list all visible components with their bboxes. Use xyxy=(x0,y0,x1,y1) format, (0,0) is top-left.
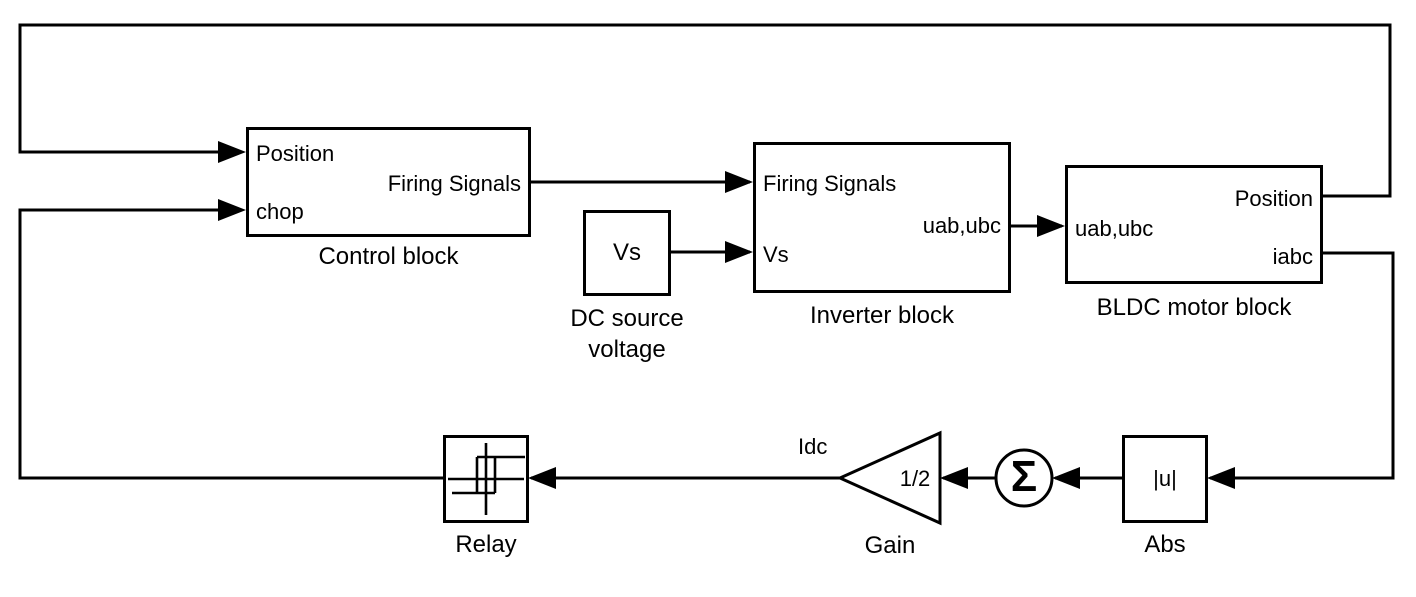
bldc-motor-block[interactable]: Position uab,ubc iabc xyxy=(1065,165,1323,284)
idc-signal-label: Idc xyxy=(798,434,828,459)
arrowhead-position-in xyxy=(218,141,246,163)
gain-block[interactable] xyxy=(836,430,942,526)
gain-block-label: Gain xyxy=(864,532,916,559)
arrowhead-firing-in xyxy=(725,171,753,193)
sum-sigma-symbol: Σ xyxy=(1010,452,1038,501)
control-block[interactable]: Position Firing Signals chop xyxy=(246,127,531,237)
dc-source-block[interactable]: Vs xyxy=(583,210,671,296)
inverter-block-label: Inverter block xyxy=(809,302,955,329)
gain-value: 1/2 xyxy=(899,466,931,491)
bldc-motor-block-label: BLDC motor block xyxy=(1096,294,1292,321)
abs-block-label: Abs xyxy=(1144,531,1186,558)
abs-text: |u| xyxy=(1153,466,1177,491)
inverter-block[interactable]: Firing Signals uab,ubc Vs xyxy=(753,142,1011,293)
wire-position-feedback[interactable] xyxy=(18,23,1392,198)
abs-block[interactable]: |u| xyxy=(1122,435,1208,523)
control-port-chop: chop xyxy=(256,199,304,224)
bldc-port-position: Position xyxy=(1234,186,1313,211)
inverter-port-firing-signals: Firing Signals xyxy=(763,171,897,196)
arrowhead-relay-in xyxy=(528,467,556,489)
arrowhead-vs-in xyxy=(725,241,753,263)
relay-hysteresis-icon xyxy=(448,443,525,515)
dc-source-label: DC source voltage xyxy=(570,305,684,363)
relay-block-label: Relay xyxy=(455,531,517,558)
dc-source-text: Vs xyxy=(612,239,641,266)
inverter-port-vs: Vs xyxy=(763,242,789,267)
control-port-position: Position xyxy=(256,141,335,166)
bldc-port-uab-ubc: uab,ubc xyxy=(1075,216,1154,241)
arrowhead-uab-in xyxy=(1037,215,1065,237)
relay-block[interactable] xyxy=(443,435,529,523)
arrowhead-chop-in xyxy=(218,199,246,221)
sum-block[interactable] xyxy=(994,448,1054,508)
wire-chop-feedback[interactable] xyxy=(18,208,443,480)
arrowhead-sum-in xyxy=(1052,467,1080,489)
control-block-label: Control block xyxy=(318,243,459,270)
wire-iabc[interactable] xyxy=(1210,251,1395,480)
inverter-port-uab-ubc: uab,ubc xyxy=(922,213,1001,238)
control-port-firing-signals: Firing Signals xyxy=(387,171,521,196)
arrowhead-gain-in xyxy=(940,467,968,489)
bldc-port-iabc: iabc xyxy=(1272,244,1313,269)
arrowhead-abs-in xyxy=(1207,467,1235,489)
